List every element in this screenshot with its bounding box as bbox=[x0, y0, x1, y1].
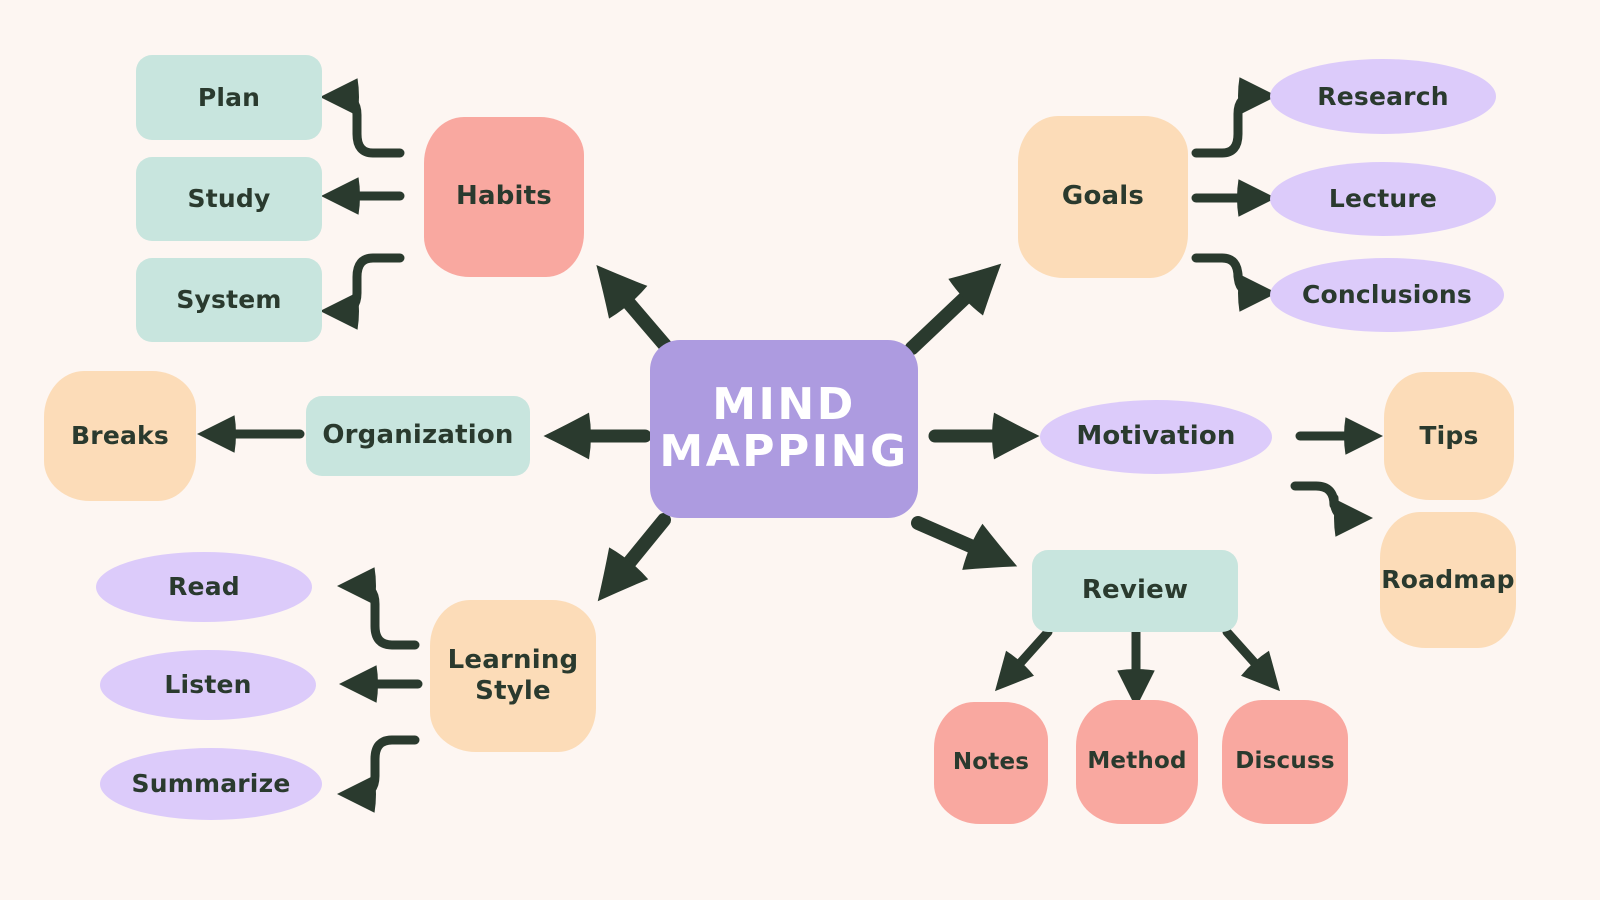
branch-node-habits[interactable]: Habits bbox=[424, 117, 584, 277]
branch-node-organization[interactable]: Organization bbox=[306, 396, 530, 476]
connector-motivation-roadmap bbox=[1290, 481, 1374, 537]
branch-node-learning-style[interactable]: Learning Style bbox=[430, 600, 596, 752]
connector-review-notes bbox=[994, 627, 1053, 692]
leaf-node-tips[interactable]: Tips bbox=[1384, 372, 1514, 500]
connector-goals-conclusions bbox=[1191, 253, 1278, 312]
connector-learning-style-summarize bbox=[336, 735, 420, 813]
connector-center-learning-style bbox=[597, 513, 671, 602]
connector-center-review bbox=[911, 516, 1018, 570]
leaf-node-method[interactable]: Method bbox=[1076, 700, 1198, 824]
leaf-node-breaks[interactable]: Breaks bbox=[44, 371, 196, 501]
connector-review-discuss bbox=[1222, 627, 1281, 692]
connector-habits-plan bbox=[319, 78, 405, 158]
branch-node-goals[interactable]: Goals bbox=[1018, 116, 1188, 278]
leaf-node-roadmap[interactable]: Roadmap bbox=[1380, 512, 1516, 648]
connector-habits-system bbox=[319, 253, 405, 330]
leaf-node-notes[interactable]: Notes bbox=[934, 702, 1048, 824]
leaf-node-summarize[interactable]: Summarize bbox=[100, 748, 322, 820]
connector-goals-research bbox=[1191, 77, 1278, 158]
center-node-mind-mapping[interactable]: MIND MAPPING bbox=[650, 340, 918, 518]
connector-center-habits bbox=[596, 265, 676, 357]
leaf-node-research[interactable]: Research bbox=[1270, 59, 1496, 134]
branch-node-review[interactable]: Review bbox=[1032, 550, 1238, 632]
leaf-node-plan[interactable]: Plan bbox=[136, 55, 322, 140]
leaf-node-system[interactable]: System bbox=[136, 258, 322, 342]
leaf-node-discuss[interactable]: Discuss bbox=[1222, 700, 1348, 824]
branch-node-motivation[interactable]: Motivation bbox=[1040, 400, 1272, 474]
leaf-node-lecture[interactable]: Lecture bbox=[1270, 162, 1496, 236]
leaf-node-listen[interactable]: Listen bbox=[100, 650, 316, 720]
connector-learning-style-read bbox=[336, 567, 420, 650]
leaf-node-conclusions[interactable]: Conclusions bbox=[1270, 258, 1504, 332]
leaf-node-study[interactable]: Study bbox=[136, 157, 322, 241]
leaf-node-read[interactable]: Read bbox=[96, 552, 312, 622]
connector-center-goals bbox=[905, 263, 1002, 355]
